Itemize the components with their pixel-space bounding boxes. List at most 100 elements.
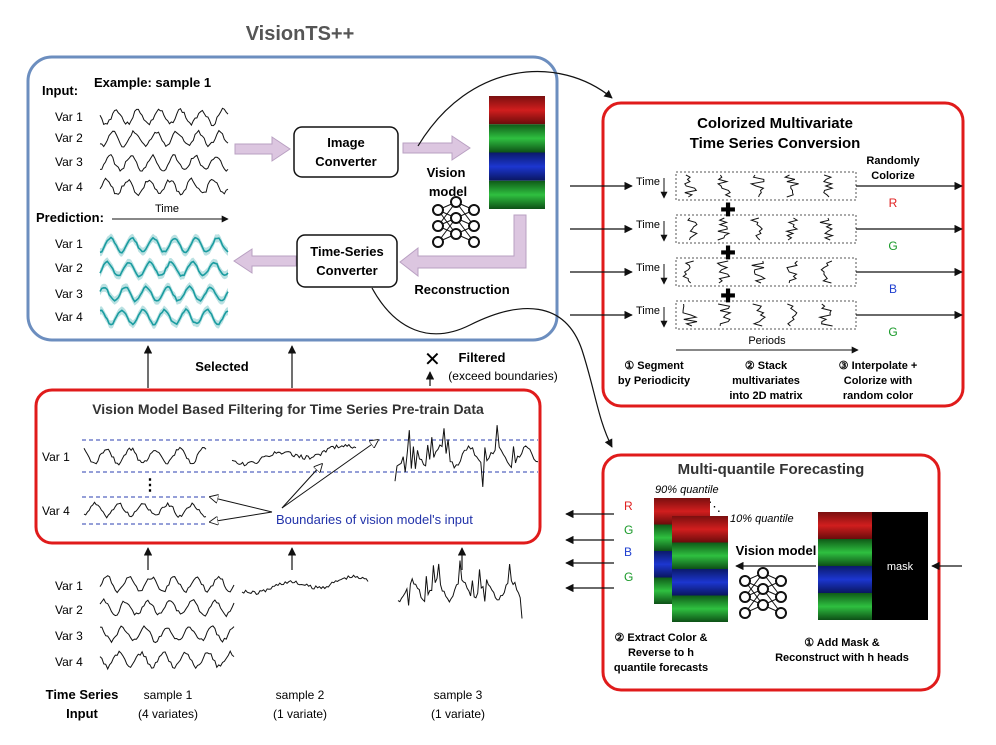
ts-converter-box bbox=[296, 234, 398, 288]
step-3-line1: ③ Interpolate + bbox=[839, 360, 918, 372]
colorize-segment-4-2 bbox=[718, 303, 732, 327]
pred-var-4-line bbox=[99, 307, 229, 326]
ts-converter-line1: Time-Series bbox=[310, 244, 383, 259]
step-1-line1: ① Segment bbox=[624, 360, 684, 372]
boundaries-label: Boundaries of vision model's input bbox=[276, 512, 473, 527]
filter-var-1-line bbox=[83, 446, 207, 466]
step-1-line2: by Periodicity bbox=[618, 375, 691, 387]
sample-var-1-label: Var 1 bbox=[55, 579, 83, 593]
filter-series-plots bbox=[83, 425, 539, 519]
ts-converter-line2: Converter bbox=[316, 263, 377, 278]
randomly-colorize-line2: Colorize bbox=[871, 170, 914, 182]
sample-3-name: sample 3 bbox=[434, 688, 483, 702]
colorize-segment-3-5 bbox=[820, 260, 833, 284]
filtering-panel bbox=[34, 388, 542, 545]
randomly-colorize-line1: Randomly bbox=[866, 155, 920, 167]
colorize-segment-1-3 bbox=[749, 174, 765, 198]
curve-to-quantile bbox=[371, 287, 613, 448]
boundary-arrow-3 bbox=[281, 464, 322, 509]
input-var-4-line bbox=[99, 177, 229, 197]
colorize-segment-1-4 bbox=[783, 174, 799, 198]
vision-model-line1: Vision bbox=[427, 165, 466, 180]
sample-var-labels: Var 1 Var 2 Var 3 Var 4 bbox=[55, 579, 83, 669]
ts-input-label-line2: Input bbox=[66, 706, 98, 721]
colorize-segment-box-2 bbox=[675, 214, 857, 244]
input-var-labels: Var 1 Var 2 Var 3 Var 4 bbox=[55, 110, 83, 194]
filter-sample-2-line bbox=[231, 443, 357, 467]
image-converter-line2: Converter bbox=[315, 154, 376, 169]
filtering-title: Vision Model Based Filtering for Time Se… bbox=[92, 401, 484, 417]
prediction-series-plots bbox=[99, 233, 229, 329]
masked-color-image bbox=[818, 512, 872, 620]
pred-var-3-label: Var 3 bbox=[55, 287, 83, 301]
colorize-segment-4-5 bbox=[817, 303, 833, 327]
boundary-arrow-4 bbox=[281, 440, 378, 509]
reconstruction-label: Reconstruction bbox=[414, 282, 509, 297]
colorize-segment-4-4 bbox=[787, 303, 798, 327]
arrow-to-prediction bbox=[233, 248, 297, 274]
pred-var-2-label: Var 2 bbox=[55, 261, 83, 275]
sample-series-plots bbox=[99, 560, 523, 671]
pred-var-2-band bbox=[100, 257, 228, 281]
pred-var-1-line bbox=[99, 236, 229, 254]
pred-var-3-line bbox=[99, 284, 229, 303]
quantile-title: Multi-quantile Forecasting bbox=[678, 461, 865, 478]
colorize-channel-4: G bbox=[888, 325, 897, 339]
sample-var-2-label: Var 2 bbox=[55, 603, 83, 617]
boundary-arrow-1 bbox=[210, 497, 273, 513]
colorize-segment-1-2 bbox=[716, 174, 731, 198]
colorize-channel-3: B bbox=[889, 282, 897, 296]
step-2-line3: into 2D matrix bbox=[729, 390, 803, 402]
quantile-ellipsis: ⋱ bbox=[708, 499, 721, 514]
sample-var-3-label: Var 3 bbox=[55, 629, 83, 643]
input-var-1-line bbox=[99, 107, 229, 127]
sample-2-line bbox=[241, 574, 369, 595]
colorize-time-label-3: Time bbox=[636, 262, 660, 274]
colorize-segment-4-3 bbox=[752, 303, 766, 327]
colorize-title-line2: Time Series Conversion bbox=[690, 135, 861, 152]
q-channel-g2: G bbox=[624, 570, 633, 584]
sample-2-note: (1 variate) bbox=[273, 707, 327, 721]
q10-label: 10% quantile bbox=[730, 513, 794, 525]
selected-label: Selected bbox=[195, 359, 249, 374]
mask-block bbox=[872, 512, 928, 620]
input-var-4-label: Var 4 bbox=[55, 180, 83, 194]
extract-step-line3: quantile forecasts bbox=[614, 662, 708, 674]
prediction-var-labels: Var 1 Var 2 Var 3 Var 4 bbox=[55, 237, 83, 324]
colorize-segment-1-1 bbox=[684, 174, 698, 198]
pred-var-3-band bbox=[100, 282, 228, 306]
quantile-vision-model-label: Vision model bbox=[736, 543, 817, 558]
arrow-to-vision-model bbox=[402, 135, 471, 161]
boundary-arrow-2 bbox=[210, 511, 273, 522]
time-axis-label: Time bbox=[155, 203, 179, 215]
mask-step-line1: ① Add Mask & bbox=[804, 637, 880, 649]
q-channel-r: R bbox=[624, 499, 633, 513]
pred-var-1-label: Var 1 bbox=[55, 237, 83, 251]
example-label: Example: sample 1 bbox=[94, 75, 211, 90]
filter-dots: ⋮ bbox=[142, 477, 158, 494]
input-var-2-label: Var 2 bbox=[55, 131, 83, 145]
main-neural-net-icon bbox=[432, 196, 480, 248]
quantile-neural-net-icon bbox=[739, 567, 787, 619]
arrow-reconstruction bbox=[399, 214, 527, 278]
colorize-segment-3-3 bbox=[751, 260, 766, 284]
q10-color-image bbox=[672, 516, 728, 622]
filter-var-4-label: Var 4 bbox=[42, 504, 70, 518]
sample-var-4-label: Var 4 bbox=[55, 655, 83, 669]
sample-2-name: sample 2 bbox=[276, 688, 325, 702]
curve-to-colorize bbox=[417, 71, 613, 147]
colorize-segment-3-1 bbox=[682, 260, 694, 284]
colorize-segment-3-2 bbox=[716, 260, 731, 284]
input-var-1-label: Var 1 bbox=[55, 110, 83, 124]
extract-step-line1: ② Extract Color & bbox=[615, 632, 708, 644]
colorize-channel-2: G bbox=[888, 239, 897, 253]
plus-icon-3: ✚ bbox=[720, 286, 735, 306]
step-3-line3: random color bbox=[843, 390, 914, 402]
colorize-segment-2-3 bbox=[749, 217, 763, 241]
input-var-3-line bbox=[99, 153, 229, 172]
sample-1-var-2-line bbox=[99, 598, 235, 618]
pred-var-4-label: Var 4 bbox=[55, 310, 83, 324]
filtered-x-icon: ✕ bbox=[424, 349, 441, 371]
colorize-channel-1: R bbox=[889, 196, 898, 210]
